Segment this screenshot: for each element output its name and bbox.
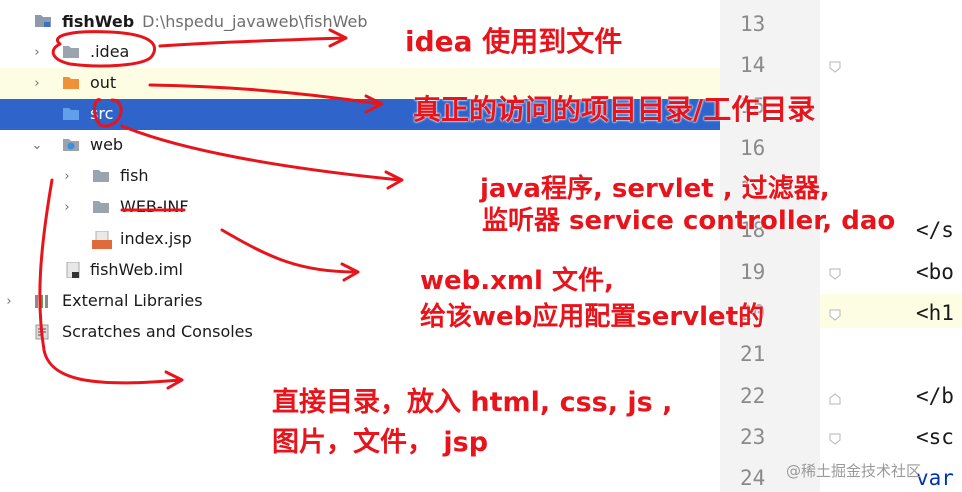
- line-number: 17: [740, 177, 766, 201]
- code-line[interactable]: <sc: [916, 425, 954, 449]
- annotation-webinf-1: web.xml 文件,: [420, 266, 614, 296]
- tree-label-out: out: [90, 73, 117, 92]
- code-line[interactable]: <bo: [916, 260, 954, 284]
- libraries-icon: [35, 295, 48, 308]
- fold-icon[interactable]: [828, 432, 842, 446]
- watermark: @稀土掘金技术社区: [786, 462, 922, 480]
- chevron-right-icon[interactable]: ›: [6, 294, 12, 309]
- code-line[interactable]: <h1: [916, 301, 954, 325]
- iml-file-icon: [66, 262, 80, 278]
- annotation-out: 真正的访问的项目目录/工作目录: [413, 93, 816, 126]
- annotation-src-2: 监听器 service controller, dao: [482, 206, 896, 236]
- annotation-src-1: java程序, servlet , 过滤器,: [480, 174, 830, 204]
- tree-label-web-inf: WEB-INF: [120, 197, 189, 216]
- scratches-icon: [35, 324, 49, 340]
- chevron-right-icon[interactable]: ›: [64, 169, 70, 184]
- line-number: 18: [740, 218, 766, 242]
- fold-icon[interactable]: [828, 60, 842, 74]
- fold-icon[interactable]: [828, 392, 842, 406]
- line-number: 20: [740, 301, 766, 325]
- chevron-right-icon[interactable]: ›: [34, 45, 40, 60]
- fold-icon[interactable]: [828, 267, 842, 281]
- line-number-gutter: [720, 0, 820, 492]
- web-folder-icon: [63, 139, 79, 151]
- source-folder-icon: [63, 108, 79, 120]
- line-number: 24: [740, 466, 766, 490]
- module-folder-icon: [35, 15, 51, 27]
- tree-row-web[interactable]: ⌄ web: [0, 130, 720, 161]
- code-editor-panel: 13 14 15 16 17 18 19 20 21 22 23 24 </s …: [720, 0, 962, 492]
- tree-label-src: src: [90, 104, 114, 123]
- tree-label-scratches: Scratches and Consoles: [62, 322, 253, 341]
- tree-label-fishweb-iml: fishWeb.iml: [90, 260, 183, 279]
- line-number: 14: [740, 53, 766, 77]
- line-number: 21: [740, 342, 766, 366]
- line-number: 22: [740, 384, 766, 408]
- code-line[interactable]: var: [916, 466, 954, 490]
- line-number: 19: [740, 260, 766, 284]
- folder-icon: [93, 201, 109, 213]
- folder-icon: [63, 46, 79, 58]
- annotation-web-2: 图片，文件， jsp: [272, 427, 489, 458]
- line-number: 15: [740, 94, 766, 118]
- code-line[interactable]: </b: [916, 384, 954, 408]
- line-number: 13: [740, 12, 766, 36]
- annotation-webinf-2: 给该web应用配置servlet的: [420, 302, 765, 332]
- root-path: D:\hspedu_javaweb\fishWeb: [142, 12, 368, 31]
- tree-label-fish: fish: [120, 166, 149, 185]
- line-number: 16: [740, 136, 766, 160]
- tree-label-external-libraries: External Libraries: [62, 291, 203, 310]
- root-name: fishWeb: [62, 12, 135, 31]
- chevron-right-icon[interactable]: ›: [34, 76, 40, 91]
- fold-icon[interactable]: [828, 308, 842, 322]
- tree-label-idea: .idea: [90, 42, 130, 61]
- code-line[interactable]: </s: [916, 218, 954, 242]
- chevron-down-icon[interactable]: ⌄: [31, 138, 43, 153]
- tree-label-web: web: [90, 135, 124, 154]
- annotation-web-1: 直接目录，放入 html, css, js ,: [272, 387, 673, 418]
- folder-icon: [93, 170, 109, 182]
- tree-label-index-jsp: index.jsp: [120, 229, 192, 248]
- excluded-folder-icon: [63, 77, 79, 89]
- annotation-idea: idea 使用到文件: [405, 25, 623, 58]
- current-line-highlight: [820, 294, 962, 328]
- chevron-right-icon[interactable]: ›: [64, 200, 70, 215]
- line-number: 23: [740, 425, 766, 449]
- jsp-file-icon: [92, 231, 112, 249]
